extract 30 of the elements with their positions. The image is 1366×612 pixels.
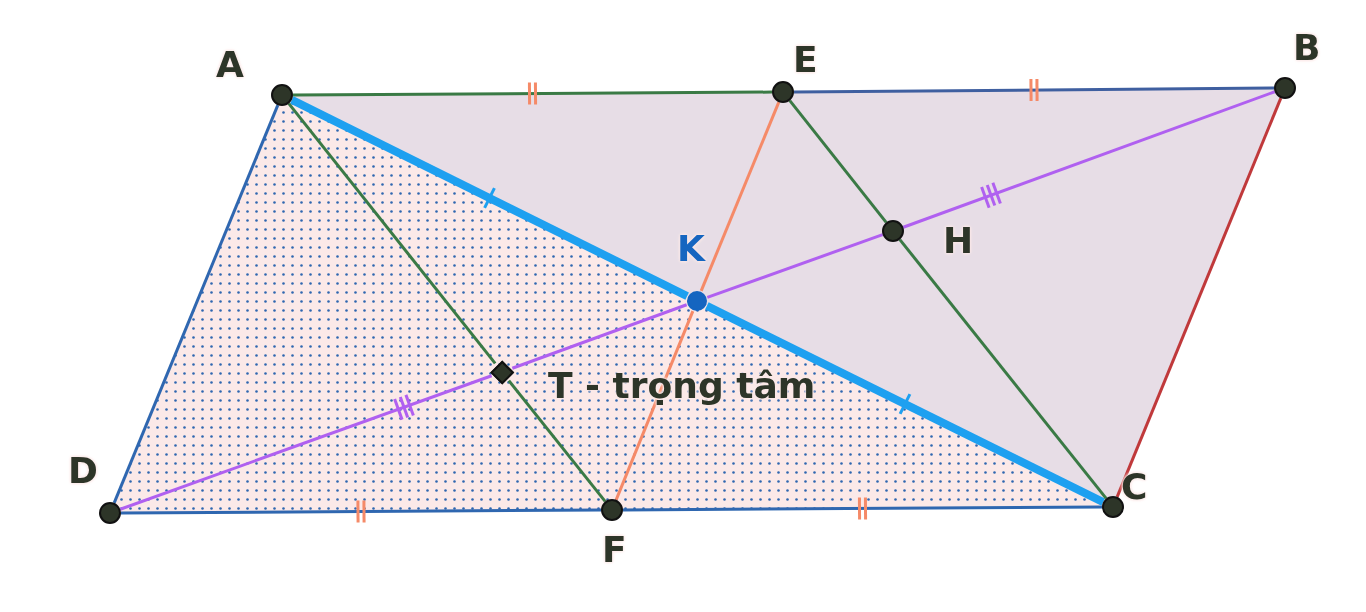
line-segment	[623, 505, 1102, 512]
line-segment	[112, 104, 280, 504]
line-segment	[293, 90, 772, 97]
line-segment	[706, 233, 884, 299]
point-marker	[271, 84, 293, 106]
line-segment	[902, 90, 1276, 229]
point-label: C	[1121, 469, 1148, 505]
line-segment	[511, 303, 688, 370]
line-segment	[287, 102, 497, 365]
point-marker	[1274, 77, 1296, 99]
point-marker	[601, 499, 623, 521]
line-segment	[794, 86, 1274, 94]
point-marker	[772, 81, 794, 103]
line-segment	[507, 379, 607, 503]
line-segment	[788, 99, 888, 224]
point-label: K	[677, 231, 705, 267]
point-label: B	[1293, 30, 1321, 66]
point-label: A	[216, 47, 244, 83]
point-label: F	[602, 532, 627, 568]
point-label: D	[68, 453, 98, 489]
point-label: H	[943, 223, 974, 259]
line-segment	[290, 96, 689, 300]
line-segment	[1115, 97, 1283, 498]
line-segment	[705, 302, 1105, 506]
point-marker	[99, 502, 121, 524]
point-label: E	[793, 42, 818, 78]
point-marker	[1102, 496, 1124, 518]
line-segment	[121, 508, 601, 515]
line-segment	[898, 238, 1108, 500]
line-segment	[699, 101, 781, 292]
